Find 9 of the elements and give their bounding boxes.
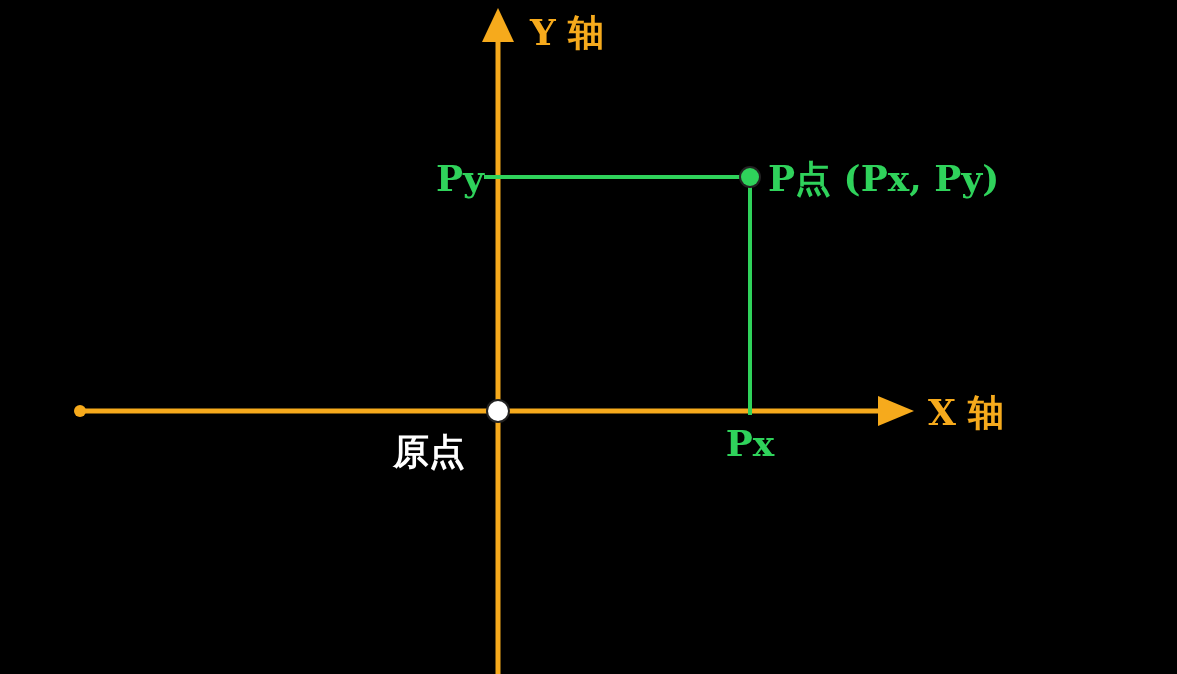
- projection-line: [484, 175, 741, 179]
- point-label: 原点: [393, 433, 465, 469]
- projection-line: [748, 186, 752, 415]
- axis-value-label: Py: [396, 158, 484, 198]
- axis-value-label: Px: [712, 415, 788, 471]
- point-marker: [488, 401, 508, 421]
- axis-label: X 轴: [928, 394, 1005, 430]
- point-marker: [741, 168, 759, 186]
- axis-label: Y 轴: [530, 14, 605, 50]
